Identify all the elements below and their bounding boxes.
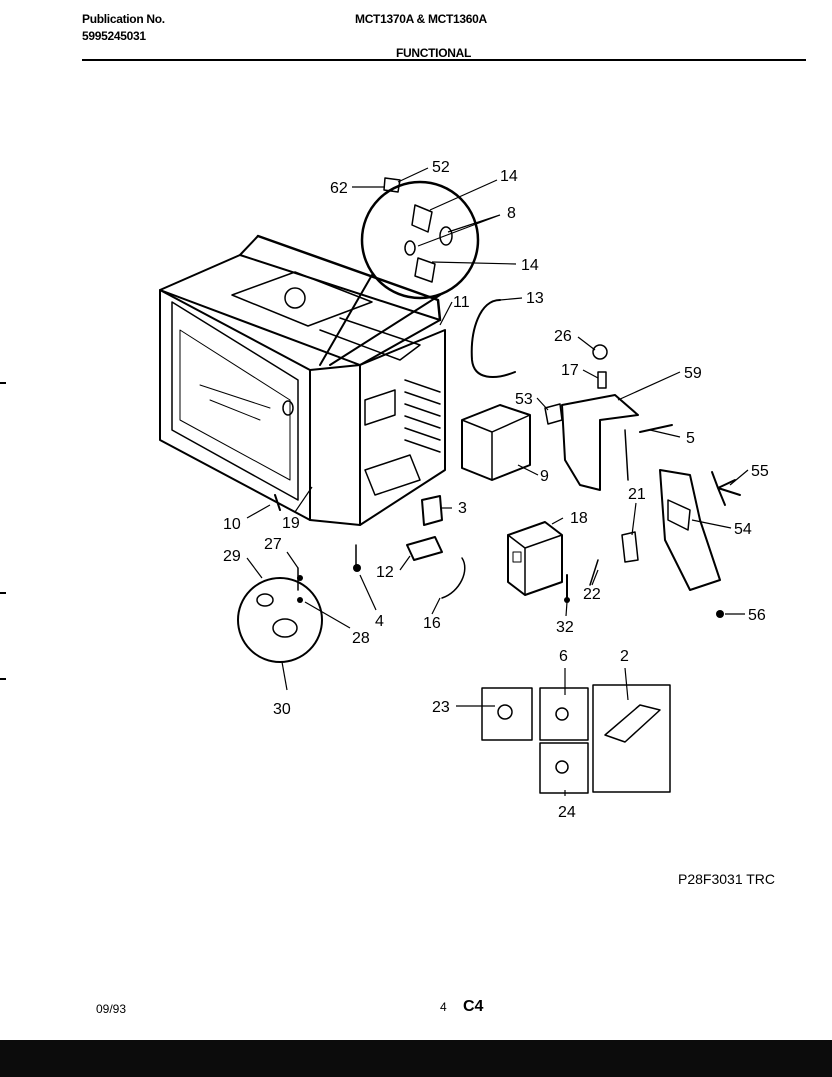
callout-53: 53 [515,391,533,408]
scan-border-bottom [0,1040,832,1077]
callout-9: 9 [540,468,549,485]
callout-13: 13 [526,290,544,307]
callout-59: 59 [684,365,702,382]
callout-10: 10 [223,516,241,533]
scan-edge-mark [0,678,6,680]
callout-56: 56 [748,607,766,624]
part-box-23 [481,687,533,741]
power-cord [470,299,516,378]
callout-27: 27 [264,536,282,553]
part-box-2 [592,684,671,793]
part-box-6 [539,687,589,741]
capacitor [406,495,443,561]
callout-14-upper: 14 [500,168,518,185]
callout-24: 24 [558,804,576,821]
callout-22: 22 [583,586,601,603]
scan-edge-mark [0,382,6,384]
oven-cavity [159,234,446,526]
callout-6: 6 [559,648,568,665]
publication-number: 5995245031 [82,29,146,43]
callout-29: 29 [223,548,241,565]
callout-55: 55 [751,463,769,480]
thermal-cutout-detail [237,567,323,663]
drawing-code: P28F3031 TRC [678,871,775,887]
fan-motor-bracket [659,469,741,591]
callout-11: 11 [453,294,470,311]
callout-5: 5 [686,430,695,447]
callout-52: 52 [432,159,450,176]
callout-21: 21 [628,486,646,503]
callout-3: 3 [458,500,467,517]
section-title: FUNCTIONAL [396,46,471,60]
callout-2: 2 [620,648,629,665]
callout-30: 30 [273,701,291,718]
callout-19: 19 [282,515,300,532]
part-box-24 [539,742,589,794]
header-rule [82,59,806,61]
air-duct [561,394,639,491]
model-title: MCT1370A & MCT1360A [355,12,487,26]
callout-14-lower: 14 [521,257,539,274]
interlock-switch-detail [319,177,480,366]
callout-62: 62 [330,180,348,197]
footer-date: 09/93 [96,1002,127,1016]
magnetron [461,404,531,481]
footer-page-number: 4 [440,1000,447,1014]
callout-12: 12 [376,564,394,581]
footer-page-code: C4 [463,998,484,1015]
callout-54: 54 [734,521,752,538]
diode-wire [441,557,466,599]
scan-edge-mark [0,592,6,594]
callout-8: 8 [507,205,516,222]
callout-28: 28 [352,630,370,647]
callout-23: 23 [432,699,450,716]
callout-18: 18 [570,510,588,527]
callout-17: 17 [561,362,579,379]
callout-16: 16 [423,615,441,632]
callout-32: 32 [556,619,574,636]
publication-label: Publication No. [82,12,165,26]
callout-26: 26 [554,328,572,345]
callout-4: 4 [375,613,384,630]
transformer [507,521,563,596]
